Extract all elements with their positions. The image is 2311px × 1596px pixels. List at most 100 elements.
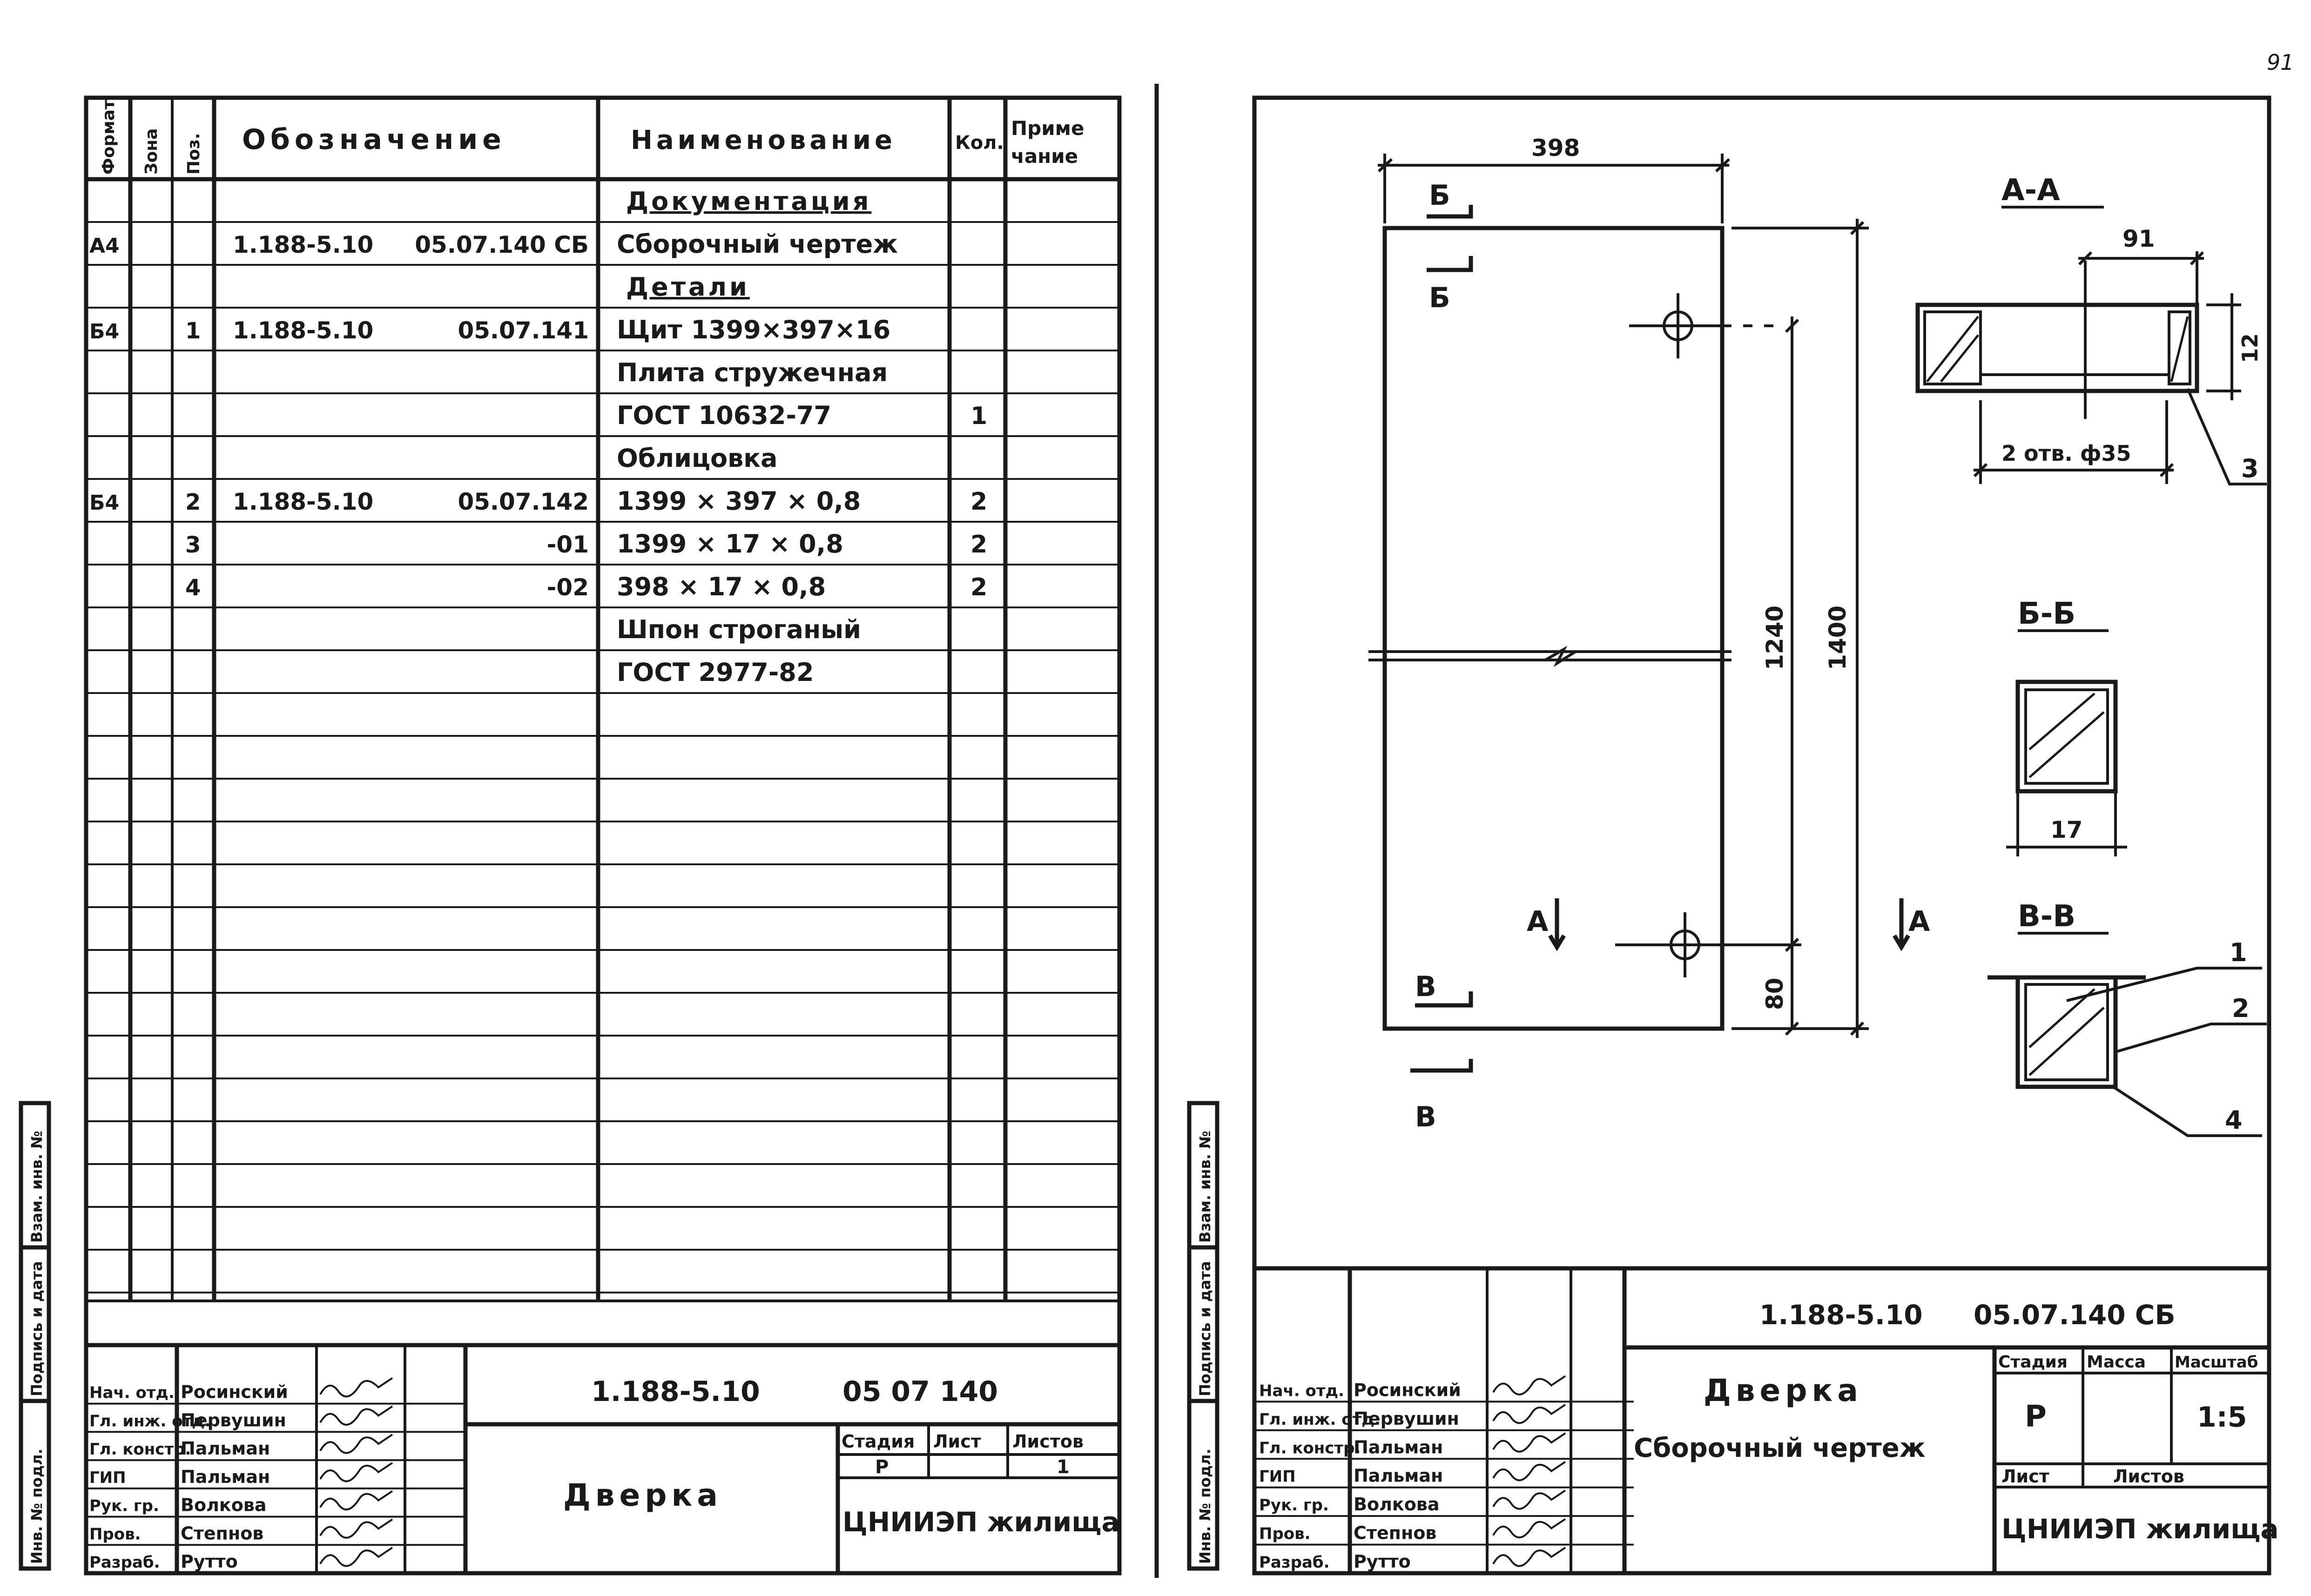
signature-mark (1492, 1461, 1566, 1482)
spec-tb-doc: 05 07 140 (842, 1375, 998, 1408)
assembly-tb-title-1: Дверка (1704, 1373, 1863, 1408)
assembly-tb-stage: Р (2025, 1400, 2047, 1434)
spec-header-name: Наименование (631, 125, 896, 155)
spec-row-name: Облицовка (617, 444, 777, 473)
spec-header-zone: Зона (142, 128, 161, 175)
assembly-person-role: Разраб. (1259, 1553, 1330, 1572)
signature-mark (319, 1547, 393, 1567)
assembly-person-name: Первушин (1354, 1408, 1459, 1429)
spec-row-pos: 1 (185, 318, 201, 344)
signature-mark (319, 1462, 393, 1482)
spec-row-format: Б4 (89, 491, 119, 515)
spec-side-label-sign: Подпись и дата (28, 1261, 46, 1396)
assembly-person-role: Гл. констр. (1259, 1439, 1361, 1457)
spec-tb-sheet-label: Лист (933, 1431, 981, 1452)
section-a-a: А-А 91 12 2 от (1915, 173, 2267, 485)
spec-row-code: 1.188-5.10 (233, 488, 373, 515)
front-view: 398 1400 1240 80 Б Б В (1368, 135, 1930, 1133)
assembly-tb-title-2: Сборочный чертеж (1634, 1433, 1925, 1463)
assembly-tb-stage-label: Стадия (1998, 1353, 2068, 1372)
signature-mark (1492, 1547, 1566, 1567)
spec-header-format: Формат (99, 100, 118, 175)
page-number: 91 (2267, 50, 2294, 75)
signature-mark (1492, 1375, 1566, 1395)
spec-tb-title: Дверка (563, 1477, 722, 1513)
dim-edge-80: 80 (1761, 977, 1788, 1010)
spec-row-pos: 2 (185, 489, 201, 515)
assembly-person-name: Волкова (1354, 1494, 1440, 1515)
spec-row-name: Щит 1399×397×16 (617, 315, 890, 344)
assembly-side-label-sign: Подпись и дата (1196, 1261, 1214, 1396)
signature-mark (1492, 1404, 1566, 1424)
spec-row-suffix: -02 (547, 574, 589, 601)
callout-3: 3 (2241, 454, 2259, 483)
section-b-b: Б-Б 17 (2006, 597, 2127, 856)
signature-mark (319, 1490, 393, 1511)
spec-person-name: Пальман (181, 1438, 270, 1459)
spec-row-name: Детали (626, 272, 750, 302)
spec-person-role: ГИП (89, 1468, 126, 1487)
signature-mark (319, 1377, 393, 1398)
spec-person-role: Разраб. (89, 1553, 160, 1572)
spec-header-note-1: Приме (1011, 117, 1084, 140)
assembly-tb-org: ЦНИИЭП жилища (2001, 1513, 2278, 1545)
spec-row-name: Сборочный чертеж (617, 229, 898, 259)
specification-sheet: Формат Зона Поз. Обозначение Наименовани… (19, 95, 1122, 1576)
assembly-tb-sheet-label: Лист (2001, 1466, 2049, 1487)
spec-person-name: Волкова (181, 1495, 267, 1515)
signature-mark (319, 1405, 393, 1426)
assembly-title-block: 1.188-5.10 05.07.140 СБ Дверка Сборочный… (1254, 1266, 2278, 1573)
spec-header-pos: Поз. (184, 133, 203, 175)
assembly-person-name: Степнов (1354, 1523, 1436, 1543)
spec-row-pos: 3 (185, 532, 201, 558)
spec-row-name: ГОСТ 2977-82 (617, 658, 814, 687)
spec-side-label-inv: Инв. № подл. (28, 1448, 46, 1564)
spec-row-name: ГОСТ 10632-77 (617, 401, 831, 430)
spec-person-role: Пров. (89, 1525, 141, 1543)
spec-row-name: Шпон строганый (617, 615, 861, 644)
assembly-person-name: Пальман (1354, 1437, 1443, 1457)
spec-row-pos: 4 (185, 575, 201, 601)
section-title-bb: Б-Б (2018, 597, 2075, 631)
spec-frame (84, 95, 1122, 1576)
dim-holes-1240: 1240 (1761, 606, 1788, 670)
assembly-person-name: Рутто (1354, 1551, 1411, 1572)
spec-tb-code: 1.188-5.10 (591, 1375, 760, 1408)
section-title-aa: А-А (2001, 173, 2060, 208)
dim-width-398: 398 (1531, 135, 1580, 162)
assembly-tb-scale-label: Масштаб (2175, 1353, 2258, 1372)
spec-header-designation: Обозначение (242, 123, 506, 156)
spec-side-label-replace: Взам. инв. № (28, 1131, 46, 1243)
spec-row-name: 1399 × 17 × 0,8 (617, 529, 843, 559)
spec-header-note-2: чание (1011, 145, 1078, 168)
section-title-vv: В-В (2018, 899, 2075, 934)
section-mark-b-top-1: Б (1429, 179, 1450, 212)
signature-mark (319, 1518, 393, 1539)
spec-tb-sheets: 1 (1057, 1456, 1070, 1478)
section-mark-b-top-2: Б (1429, 282, 1450, 314)
spec-tb-stage: Р (875, 1456, 889, 1478)
spec-tb-org: ЦНИИЭП жилища (842, 1506, 1119, 1538)
assembly-side-label-replace: Взам. инв. № (1196, 1131, 1214, 1243)
spec-person-role: Гл. инж. отд. (89, 1412, 211, 1430)
section-mark-v-bottom-1: В (1415, 970, 1436, 1003)
signature-mark (319, 1434, 393, 1454)
spec-row-qty: 2 (970, 573, 987, 601)
spec-row-format: Б4 (89, 320, 119, 343)
dim-aa-91: 91 (2122, 225, 2155, 252)
spec-person-role: Нач. отд. (89, 1384, 175, 1402)
spec-person-name: Степнов (181, 1523, 263, 1543)
spec-row-qty: 2 (970, 531, 987, 559)
spec-person-name: Росинский (181, 1382, 288, 1402)
spec-title-block: 1.188-5.10 05 07 140 Дверка Стадия Лист … (86, 1343, 1119, 1573)
assembly-tb-doc: 05.07.140 СБ (1974, 1299, 2176, 1331)
spec-person-name: Пальман (181, 1467, 270, 1487)
section-mark-a-left: А (1527, 905, 1549, 938)
assembly-person-role: Гл. инж. отд. (1259, 1410, 1381, 1429)
callout-4: 4 (2225, 1105, 2243, 1135)
signature-mark (1492, 1518, 1566, 1539)
assembly-tb-mass-label: Масса (2087, 1353, 2146, 1372)
assembly-sheet: 398 1400 1240 80 Б Б В (1187, 95, 2278, 1576)
